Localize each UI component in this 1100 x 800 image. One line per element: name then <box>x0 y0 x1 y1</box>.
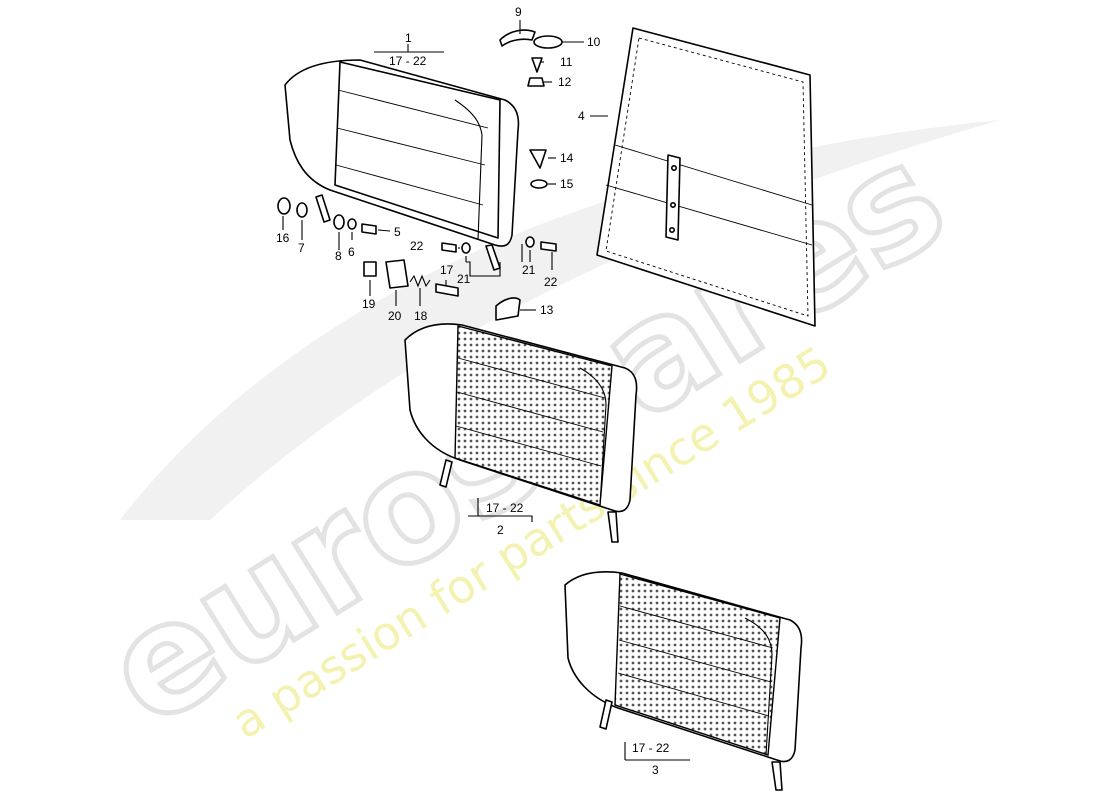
callout-3: 3 <box>652 763 659 777</box>
callout-21-right: 21 <box>522 263 536 277</box>
pin-part-17 <box>435 283 459 297</box>
bushing-part-8 <box>333 214 345 230</box>
callout-range-2: 17 - 22 <box>486 501 524 515</box>
clip-part-9 <box>499 29 536 47</box>
callout-13: 13 <box>540 303 554 317</box>
callout-22-right: 22 <box>544 275 558 289</box>
backrest-part-3 <box>564 570 803 791</box>
callout-5: 5 <box>394 225 401 239</box>
screw-part-14 <box>529 149 547 169</box>
callout-6: 6 <box>348 245 355 259</box>
callout-2: 2 <box>497 523 504 537</box>
bushing-part-16 <box>277 197 291 215</box>
backrest-part-2 <box>404 323 638 543</box>
callout-11: 11 <box>560 55 573 69</box>
washer-part-7 <box>296 202 308 218</box>
spring-part-18 <box>409 274 431 288</box>
callout-17: 17 <box>440 263 454 277</box>
callout-15: 15 <box>560 177 574 191</box>
bolt-part-19 <box>363 261 377 277</box>
washer-part-21-right <box>525 236 535 248</box>
callout-range-1: 17 - 22 <box>389 54 427 68</box>
callout-19: 19 <box>362 297 376 311</box>
bolt-part-22-left <box>441 242 457 253</box>
callout-16: 16 <box>276 231 290 245</box>
backrest-part-1 <box>284 59 520 271</box>
callout-7: 7 <box>298 241 305 255</box>
callout-1: 1 <box>405 31 412 45</box>
washer-part-15 <box>530 179 548 189</box>
watermark-swoosh <box>120 120 1000 520</box>
callout-8: 8 <box>335 249 342 263</box>
callout-22-left: 22 <box>410 239 424 253</box>
callout-18: 18 <box>414 309 428 323</box>
block-part-20 <box>385 259 409 289</box>
screw-part-11 <box>531 57 543 73</box>
leader-lines <box>282 20 690 761</box>
washer-part-21-left <box>461 242 471 254</box>
callout-4: 4 <box>578 109 585 123</box>
washer-part-6 <box>347 218 357 230</box>
hardware-parts <box>277 29 563 321</box>
callout-14: 14 <box>560 151 574 165</box>
nut-part-12 <box>527 77 545 87</box>
callout-labels: 1 17 - 22 9 10 11 12 14 15 4 13 5 16 7 8… <box>276 5 670 777</box>
callout-9: 9 <box>515 5 522 19</box>
plate-part-10 <box>533 35 563 49</box>
bolt-part-5 <box>361 223 377 235</box>
callout-10: 10 <box>587 35 601 49</box>
callout-12: 12 <box>558 75 572 89</box>
cap-part-13 <box>495 297 521 321</box>
bolt-part-22-right <box>540 241 557 252</box>
callout-20: 20 <box>388 309 402 323</box>
backrest-panel-part-4 <box>596 27 816 327</box>
callout-range-3: 17 - 22 <box>632 741 670 755</box>
callout-21-left: 21 <box>457 272 471 286</box>
